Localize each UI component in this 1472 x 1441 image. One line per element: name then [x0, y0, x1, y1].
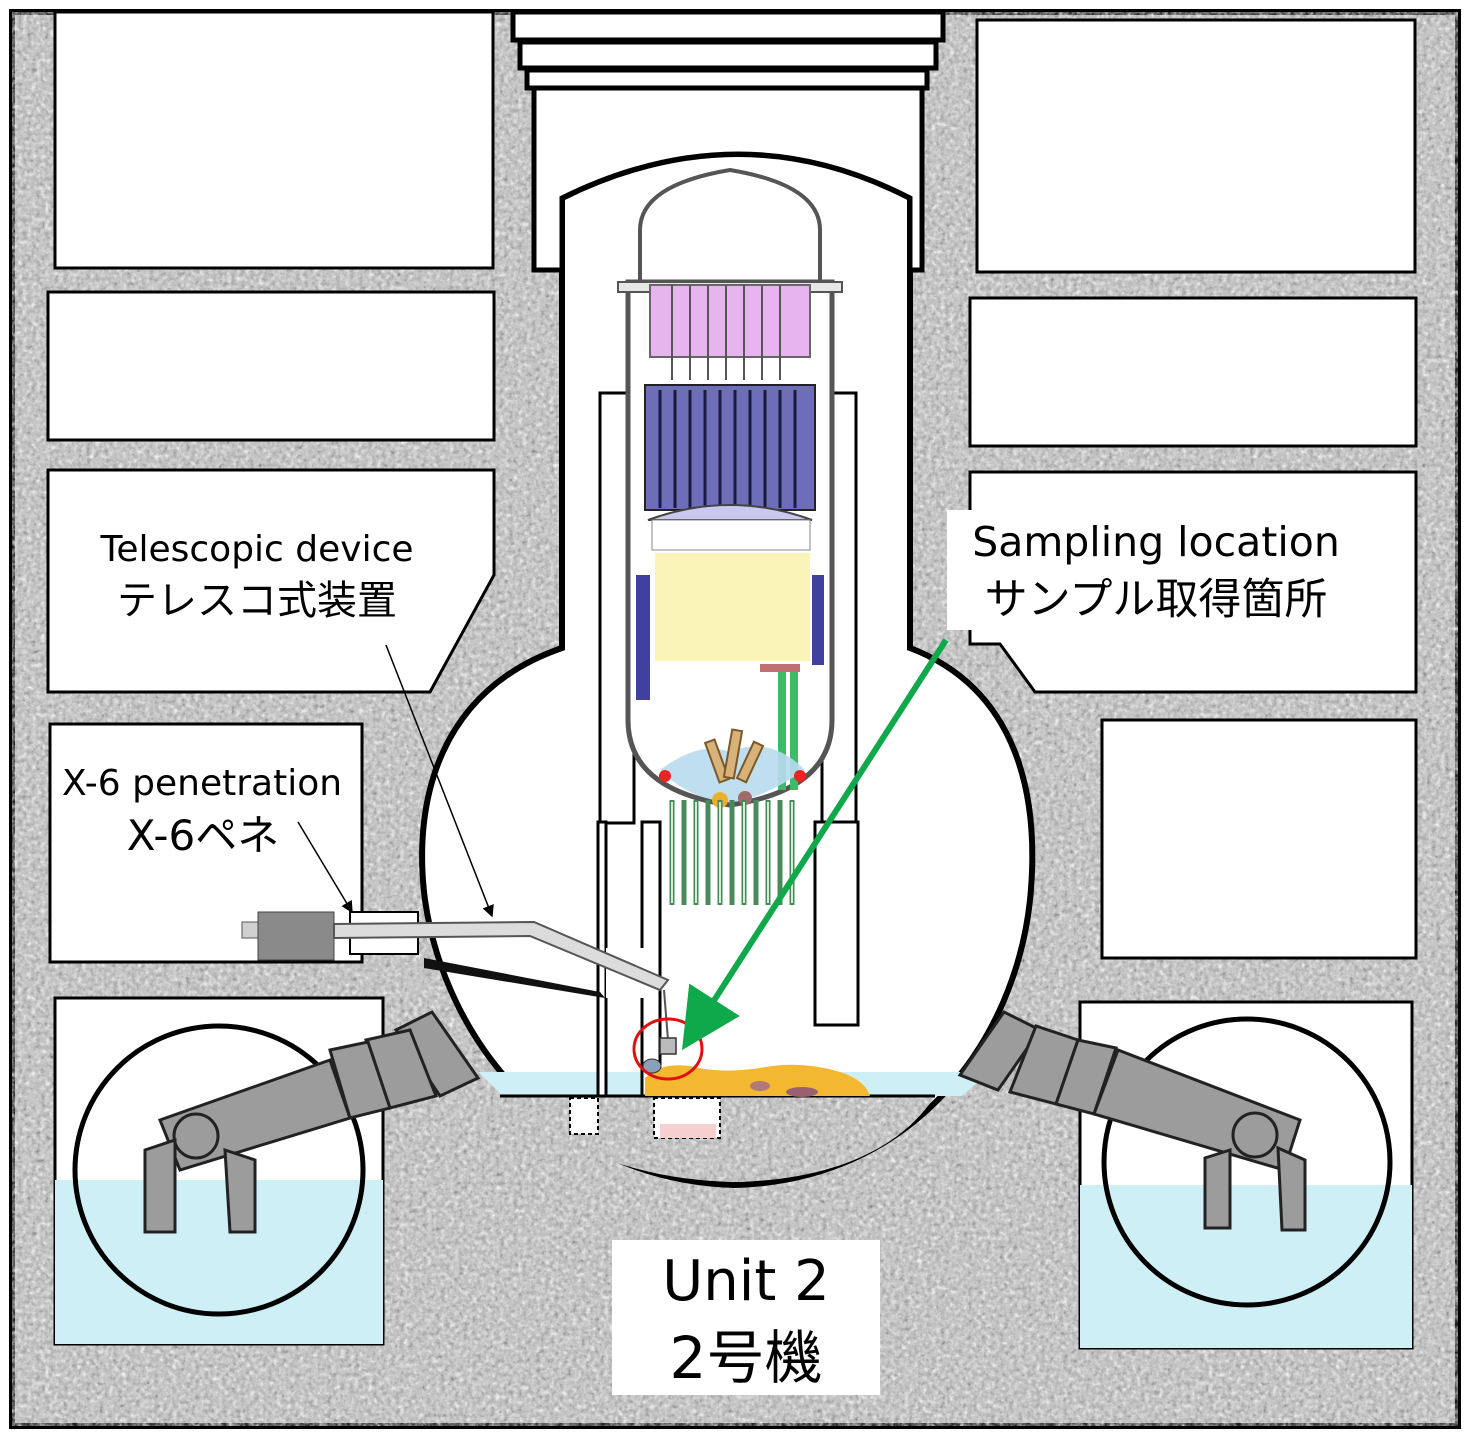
room-left-2 — [46, 290, 496, 442]
pcv-head — [510, 9, 946, 273]
robot-arm-right — [957, 1010, 1307, 1232]
sampling-arrow — [682, 638, 949, 1051]
unit-label-box — [612, 1240, 880, 1395]
unit-label-en: Unit 2 — [662, 1249, 829, 1314]
upper-lattice — [644, 384, 816, 511]
sampling-label-box — [947, 510, 1357, 630]
telescopic-leader-line — [385, 644, 494, 918]
sampling-label-en: Sampling location — [972, 518, 1340, 566]
room-left-3 — [46, 468, 496, 694]
core-region — [655, 553, 810, 661]
x6-label-en: X-6 penetration — [62, 763, 342, 804]
x6-leader-line — [297, 821, 353, 914]
telescopic-device — [241, 911, 677, 1055]
steam-separator — [649, 284, 811, 358]
room-right-4 — [1100, 718, 1418, 960]
room-left-1 — [53, 10, 495, 270]
left-rooms — [46, 10, 496, 964]
deposits — [642, 1058, 870, 1097]
room-right-2 — [968, 296, 1418, 448]
x6-label-jp: X-6ペネ — [127, 811, 280, 860]
room-right-1 — [975, 18, 1417, 274]
telescopic-label-jp: テレスコ式装置 — [117, 578, 397, 624]
unit-label-jp: 2号機 — [670, 1324, 823, 1392]
telescopic-label-en: Telescopic device — [99, 529, 413, 570]
sampling-label-jp: サンプル取得箇所 — [985, 575, 1328, 625]
torus-room-left — [53, 996, 385, 1346]
crd-housings-fill — [671, 802, 793, 903]
reactor-pressure-vessel — [617, 167, 843, 808]
robot-arm-left — [143, 1010, 481, 1234]
